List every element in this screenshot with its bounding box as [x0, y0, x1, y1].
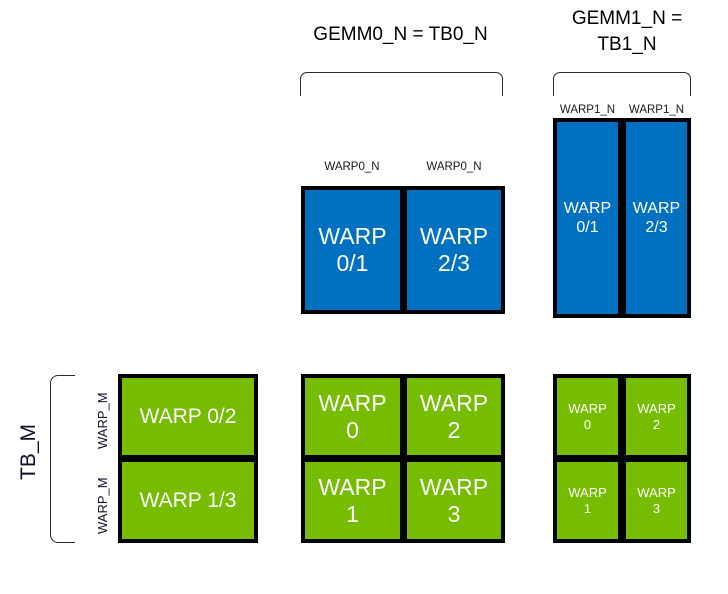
gemm1-title: GEMM1_N = TB1_N [571, 8, 683, 55]
gemm0-blue-cell-1[interactable]: WARP 2/3 [403, 186, 505, 314]
gemm1-blue-cell-0[interactable]: WARP 0/1 [553, 118, 622, 318]
gemm1-col-label-0: WARP1_N [559, 104, 616, 116]
right-green-cell-3[interactable]: WARP 3 [622, 458, 691, 543]
gemm1-span-bracket [553, 72, 691, 96]
right-green-cell-0[interactable]: WARP 0 [553, 374, 622, 459]
gemm1-blue-cell-1[interactable]: WARP 2/3 [622, 118, 691, 318]
tb-m-bracket [50, 375, 75, 543]
tb-m-label: TB_M [17, 423, 40, 480]
gemm0-col-label-0: WARP0_N [324, 161, 380, 173]
middle-green-cell-0[interactable]: WARP 0 [301, 374, 404, 459]
middle-green-cell-1[interactable]: WARP 2 [403, 374, 505, 459]
middle-green-cell-3[interactable]: WARP 3 [403, 458, 505, 543]
gemm0-title: GEMM0_N = TB0_N [313, 24, 488, 45]
middle-green-cell-2[interactable]: WARP 1 [301, 458, 404, 543]
left-green-cell-0[interactable]: WARP 0/2 [118, 374, 258, 459]
gemm0-blue-cell-0[interactable]: WARP 0/1 [301, 186, 404, 314]
left-warp-m-label-0: WARP_M [95, 392, 110, 449]
left-green-cell-1[interactable]: WARP 1/3 [118, 458, 258, 543]
right-green-cell-2[interactable]: WARP 1 [553, 458, 622, 543]
gemm1-col-label-1: WARP1_N [628, 104, 685, 116]
gemm0-col-label-1: WARP0_N [426, 161, 482, 173]
gemm0-span-bracket [300, 72, 503, 96]
right-green-cell-1[interactable]: WARP 2 [622, 374, 691, 459]
left-warp-m-label-1: WARP_M [95, 477, 110, 534]
